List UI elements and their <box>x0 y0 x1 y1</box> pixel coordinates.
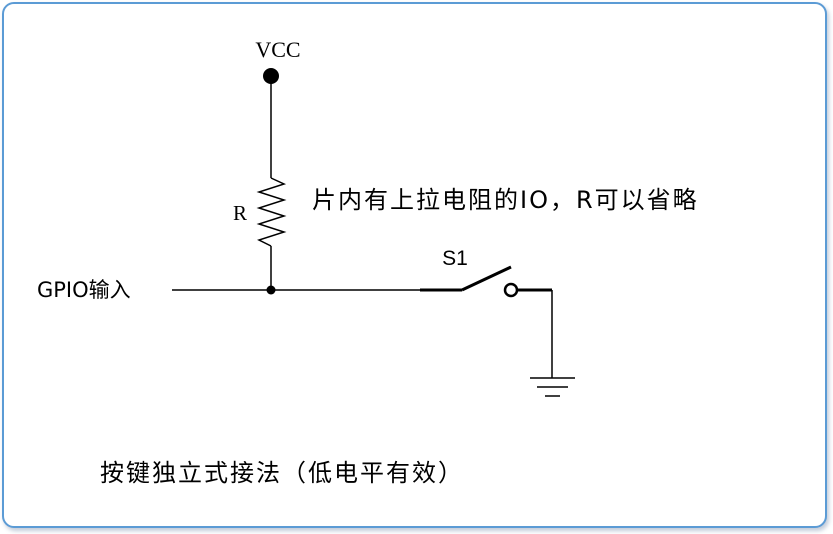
switch-label: S1 <box>442 247 468 270</box>
resistor-symbol <box>256 177 287 247</box>
ground-icon <box>530 377 575 397</box>
pullup-note: 片内有上拉电阻的IO，R可以省略 <box>312 186 699 214</box>
diagram-frame <box>2 2 827 528</box>
resistor-label: R <box>233 201 247 225</box>
switch-lever <box>461 265 512 292</box>
vcc-label: VCC <box>255 37 300 62</box>
switch-contact-circle <box>503 282 519 298</box>
diagram-caption: 按键独立式接法（低电平有效） <box>100 459 464 487</box>
gpio-input-label: GPIO输入 <box>37 278 131 302</box>
